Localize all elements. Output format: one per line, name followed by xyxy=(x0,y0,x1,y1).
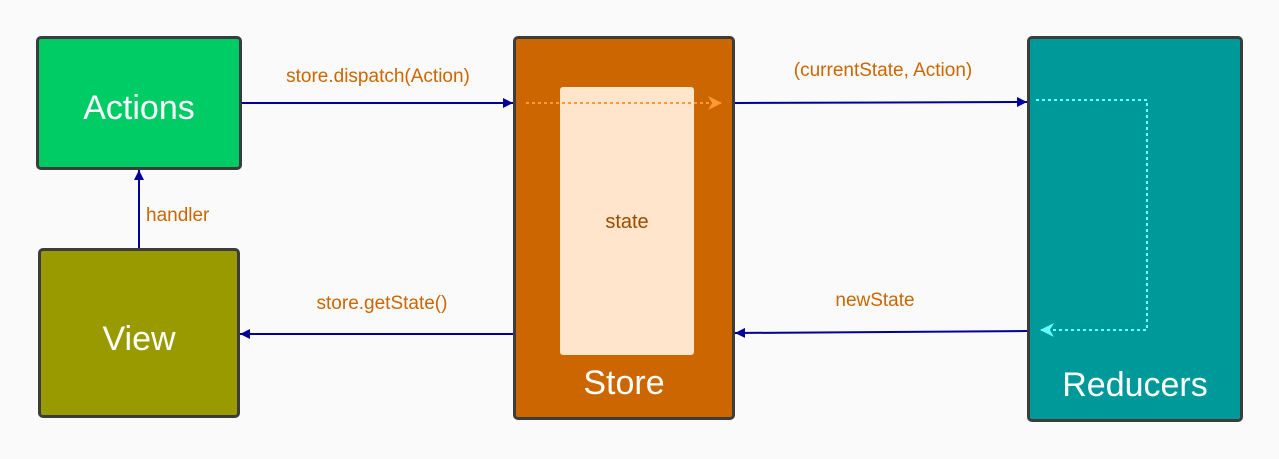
view-node: View xyxy=(38,248,240,418)
actions-node: Actions xyxy=(36,36,242,170)
new-state-arrow xyxy=(734,327,1028,338)
store-node: state Store xyxy=(513,36,735,420)
current-state-edge-label: (currentState, Action) xyxy=(793,60,973,81)
store-label: Store xyxy=(583,364,665,402)
new-state-edge-label: newState xyxy=(835,290,915,311)
state-panel: state xyxy=(560,87,694,355)
get-state-edge-label: store.getState() xyxy=(316,293,448,314)
state-label: state xyxy=(605,211,649,233)
handler-edge-label: handler xyxy=(146,205,210,226)
actions-label: Actions xyxy=(83,89,195,127)
reducers-node: Reducers xyxy=(1027,36,1243,422)
current-state-arrow xyxy=(734,97,1028,108)
view-label: View xyxy=(102,320,176,358)
dispatch-edge-label: store.dispatch(Action) xyxy=(286,66,470,87)
reducers-label: Reducers xyxy=(1062,366,1208,404)
